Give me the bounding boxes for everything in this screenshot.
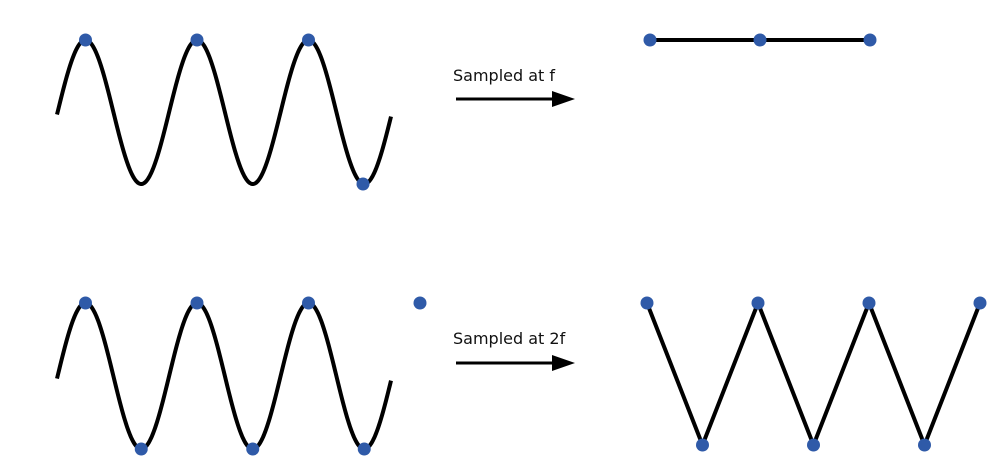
sample-point xyxy=(643,33,657,47)
sample-point xyxy=(413,296,427,310)
arrow xyxy=(456,91,575,107)
arrowhead-icon xyxy=(552,91,575,107)
wave-sample-points xyxy=(79,33,370,191)
sample-point xyxy=(640,296,654,310)
sample-point xyxy=(79,33,92,47)
sample-point xyxy=(751,296,765,310)
sample-point xyxy=(973,296,987,310)
sine-wave xyxy=(55,38,393,186)
arrow xyxy=(456,355,575,371)
sample-point xyxy=(862,296,876,310)
sample-point xyxy=(696,438,709,452)
result-sample-points xyxy=(643,33,877,47)
arrow-label: Sampled at f xyxy=(453,66,555,85)
sample-point xyxy=(134,442,148,456)
sample-point xyxy=(79,296,92,310)
sample-point xyxy=(190,33,204,47)
arrowhead-icon xyxy=(552,355,575,371)
result-sample-points xyxy=(640,296,987,452)
row-sampled-at-f: Sampled at f xyxy=(55,33,877,191)
sample-point xyxy=(357,442,371,456)
wave-sample-points xyxy=(79,296,427,456)
sample-point xyxy=(190,296,204,310)
arrow-label: Sampled at 2f xyxy=(453,329,566,348)
row-sampled-at-2f: Sampled at 2f xyxy=(55,296,987,456)
sampled-result-zigzag xyxy=(645,301,982,447)
sample-point xyxy=(302,33,315,47)
sine-wave xyxy=(55,301,393,451)
sample-point xyxy=(302,296,315,310)
sample-point xyxy=(918,438,931,452)
sample-point xyxy=(356,177,370,191)
sample-point xyxy=(246,442,260,456)
sample-point xyxy=(807,438,820,452)
sample-point xyxy=(863,33,877,47)
sample-point xyxy=(753,33,767,47)
